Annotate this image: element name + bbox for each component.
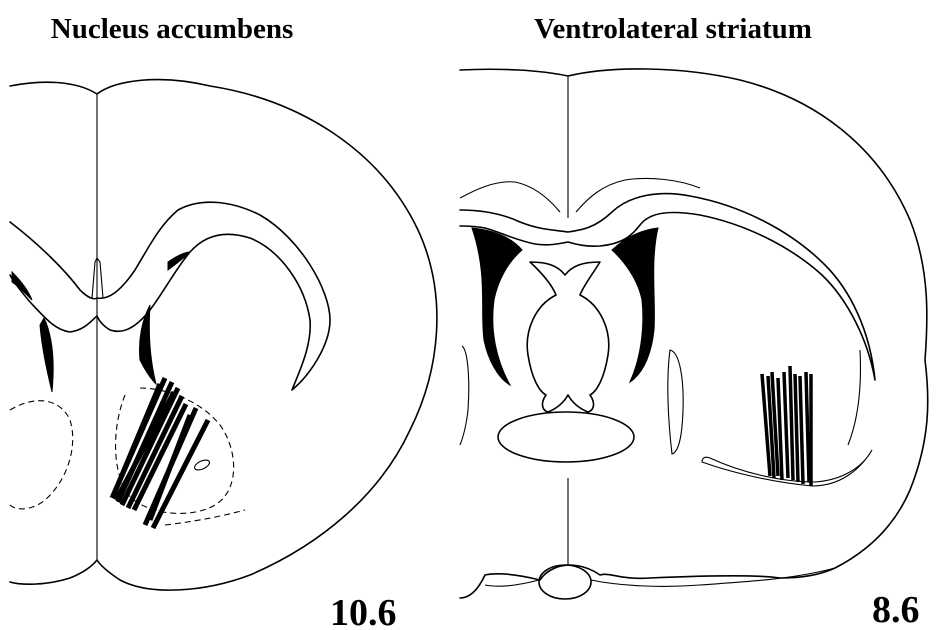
cannula-track [806, 372, 809, 482]
lateral-ventricle-right [139, 305, 156, 384]
cannula-track [800, 376, 803, 484]
anterior-commissure [498, 412, 634, 462]
cannula-tracks-ventrolateral-striatum [762, 366, 811, 486]
brain-outline-right-section [460, 69, 928, 598]
accumbens-shell-boundary [165, 510, 245, 525]
lateral-ventricle-left [472, 228, 522, 385]
cannula-track [795, 374, 798, 482]
cannula-track [790, 366, 793, 480]
external-capsule [848, 350, 861, 445]
coronal-section-ventrolateral-striatum [460, 69, 928, 599]
cannula-tracks-nucleus-accumbens [112, 378, 208, 528]
accumbens-boundary-left [10, 401, 73, 509]
panel-title-ventrolateral-striatum: Ventrolateral striatum [534, 13, 812, 45]
panel-ventrolateral-striatum: Ventrolateral striatum [460, 13, 928, 630]
ventral-surface-left [485, 580, 539, 586]
corpus-callosum [10, 202, 330, 390]
cingulum-arc [460, 178, 700, 212]
corpus-callosum [460, 194, 875, 380]
cannula-track [784, 372, 788, 478]
lateral-structure-left [460, 346, 469, 445]
brain-outline-left-section [10, 80, 437, 591]
lateral-structure-right [668, 350, 683, 454]
septal-region [527, 262, 609, 412]
lateral-ventricle-left [40, 318, 53, 392]
coronal-section-nucleus-accumbens [10, 80, 437, 591]
coordinate-label-nucleus-accumbens: 10.6 [330, 592, 397, 630]
lateral-ventricle-right [612, 228, 658, 382]
panel-title-nucleus-accumbens: Nucleus accumbens [51, 13, 293, 45]
coordinate-label-ventrolateral-striatum: 8.6 [872, 589, 920, 630]
panel-nucleus-accumbens: Nucleus accumbens 10.6 [10, 13, 437, 630]
ventricle-tip-left [12, 272, 32, 300]
optic-chiasm [539, 565, 591, 599]
anterior-commissure [193, 458, 211, 472]
